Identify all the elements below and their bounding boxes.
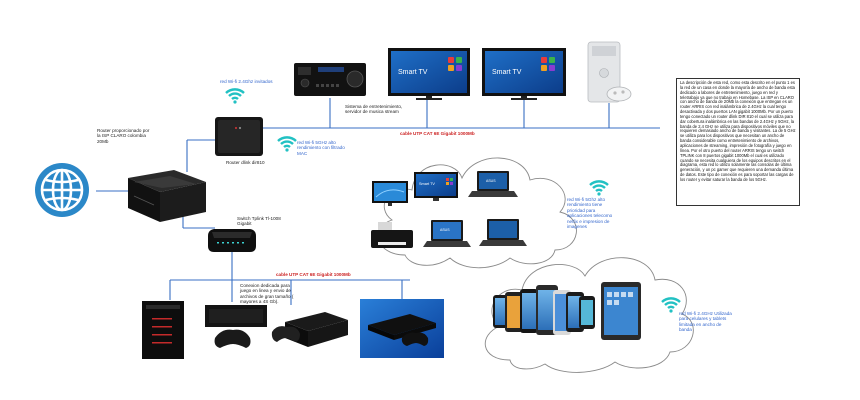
wifi-24-guest-label: red Wi-fi 2.4Ghz invitados <box>220 79 273 84</box>
wifi-24-mobile-label: red Wi-fi 2.4GHz Utilizada para celulare… <box>679 311 732 333</box>
dlink-router-icon <box>215 117 263 156</box>
monitor-icon <box>372 181 408 206</box>
pc-tower-icon <box>142 301 184 359</box>
smart-tv-icon <box>482 48 566 100</box>
xbox-one-icon <box>205 305 267 348</box>
switch-label: Switch Tplink Tl-1008 Gigabit <box>237 216 281 227</box>
asus-laptop-1-brand: ASUS <box>486 179 496 183</box>
asus-laptop-2-brand: ASUS <box>440 228 450 232</box>
isp-router <box>128 170 206 222</box>
laptop-icon <box>468 171 518 197</box>
printer-icon <box>371 222 413 248</box>
wifi-icon <box>224 88 246 105</box>
wifi-5-priority-label: red Wi-fi 5Ghz alto rendimiento tiene pr… <box>567 197 613 230</box>
wifi-icon <box>276 136 298 153</box>
receiver-icon <box>294 63 366 96</box>
smart-tv-1-brand: Smart TV <box>398 69 428 76</box>
smart-tv-2-brand: Smart TV <box>492 69 522 76</box>
ps4-icon <box>360 299 444 358</box>
smart-tv-icon <box>414 172 458 201</box>
cable-top-label: cable UTP CAT 6E Gigabit 1000Mb <box>400 131 475 136</box>
cable-bottom-label: cable UTP CAT 6E Gigabit 1000Mb <box>276 272 351 277</box>
smartphone-icon <box>493 285 595 335</box>
xbox-360-icon <box>587 41 632 103</box>
smart-tv-small-brand: Smart TV <box>419 182 435 186</box>
entertainment-system-label: Sistema de entretenimiento, servidor de … <box>345 104 403 115</box>
laptop-icon <box>423 220 471 247</box>
network-description-box: La descripción de esta red, como esta de… <box>676 78 800 206</box>
isp-router-label: Router proporcionado por la ISP CLARO co… <box>97 128 150 144</box>
connection-lines <box>96 98 660 305</box>
wifi-5-mac-label: red Wi-fi 5GHz alto rendimiento con filt… <box>297 140 345 156</box>
smart-tv-icon <box>388 48 470 100</box>
gaming-connection-label: Conexion dedicada para juego en linea y … <box>240 283 294 305</box>
globe-icon <box>35 163 89 217</box>
wifi-icon <box>588 180 610 197</box>
ps3-icon <box>271 312 348 347</box>
dlink-router-label: Router dlink dir810 <box>226 160 265 165</box>
tablet-icon <box>601 282 641 340</box>
laptop-icon <box>479 219 527 246</box>
switch-icon <box>208 229 256 252</box>
